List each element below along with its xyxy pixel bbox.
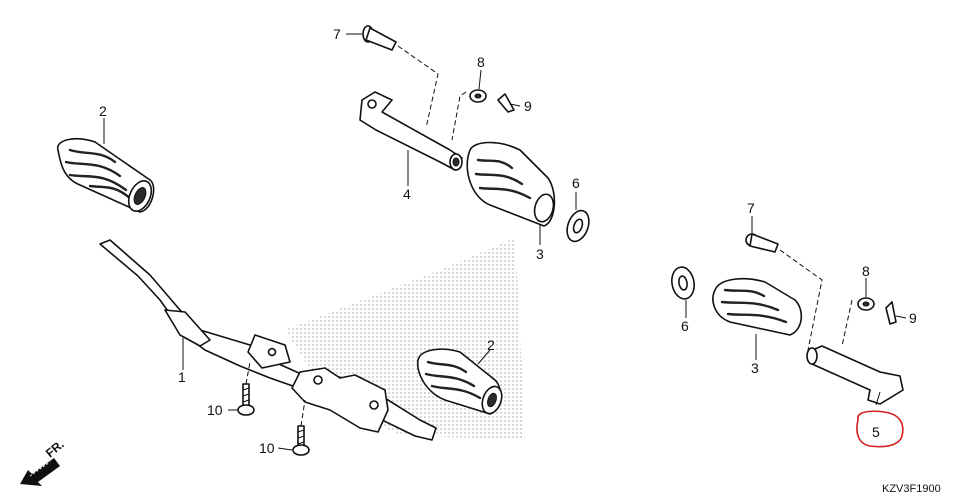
diagram-code: KZV3F1900 xyxy=(882,483,941,495)
assembly-line-right xyxy=(779,249,823,351)
assembly-line-bolt xyxy=(245,361,251,385)
callout-3-right: 3 xyxy=(751,360,759,376)
washer-part-8-right[interactable] xyxy=(857,297,875,311)
footpeg-part-3-upper[interactable] xyxy=(466,141,556,227)
callout-7-right: 7 xyxy=(747,200,755,216)
callout-8-upper: 8 xyxy=(477,54,485,70)
assembly-line-upper xyxy=(397,45,439,129)
pin-part-7-upper[interactable] xyxy=(362,25,397,51)
bolt-part-10-upper[interactable] xyxy=(237,383,255,416)
assembly-line-right-2 xyxy=(841,299,853,347)
assembly-line-upper-2 xyxy=(451,91,467,141)
footpeg-rubber-part-2-left[interactable] xyxy=(57,138,156,215)
assembly-line-bolt-2 xyxy=(300,399,306,427)
washer-part-6-right[interactable] xyxy=(669,265,696,300)
highlight-circle-part-5 xyxy=(856,410,904,448)
callout-9-right: 9 xyxy=(909,310,917,326)
callout-1: 1 xyxy=(178,369,186,385)
cotter-pin-part-9-right[interactable] xyxy=(885,301,897,325)
callout-2-left: 2 xyxy=(99,103,107,119)
callout-4: 4 xyxy=(403,186,411,202)
front-label: FR. xyxy=(43,437,67,460)
washer-part-8-upper[interactable] xyxy=(469,89,487,103)
callout-10-upper: 10 xyxy=(207,402,223,418)
footpeg-arm-part-4[interactable] xyxy=(359,91,463,171)
leader-lines xyxy=(103,33,907,451)
callout-6-right: 6 xyxy=(681,318,689,334)
cotter-pin-part-9-upper[interactable] xyxy=(497,93,515,113)
callout-10-lower: 10 xyxy=(259,440,275,456)
footpeg-part-3-right[interactable] xyxy=(712,277,803,336)
callout-3-upper: 3 xyxy=(536,246,544,262)
pin-part-7-right[interactable] xyxy=(745,233,779,253)
footpeg-arm-part-5[interactable] xyxy=(806,345,904,405)
footpeg-rubber-part-2-center[interactable] xyxy=(416,348,506,416)
step-bracket-part-1[interactable] xyxy=(99,239,437,441)
callout-6-upper: 6 xyxy=(572,175,580,191)
washer-part-6-upper[interactable] xyxy=(563,208,593,245)
callout-5: 5 xyxy=(872,424,880,440)
bolt-part-10-lower[interactable] xyxy=(292,425,310,456)
front-direction-arrow-icon xyxy=(20,458,60,486)
callout-8-right: 8 xyxy=(862,263,870,279)
callout-7-upper: 7 xyxy=(333,26,341,42)
callout-2-center: 2 xyxy=(487,337,495,353)
callout-9-upper: 9 xyxy=(524,98,532,114)
